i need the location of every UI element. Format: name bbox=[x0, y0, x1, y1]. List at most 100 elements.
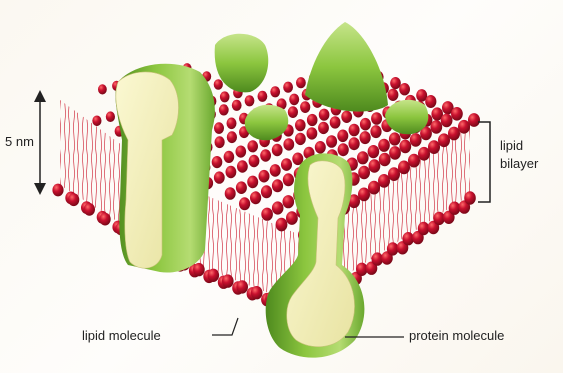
lipid-head bbox=[52, 184, 63, 197]
lipid-head bbox=[276, 218, 288, 232]
lipid-head bbox=[428, 140, 440, 154]
lipid-head bbox=[226, 166, 237, 178]
lipid-molecule-label: lipid molecule bbox=[82, 327, 161, 344]
lipid-head bbox=[408, 154, 420, 168]
lipid-head bbox=[98, 84, 107, 94]
lipid-head bbox=[84, 203, 95, 216]
lipid-head bbox=[371, 112, 382, 125]
lipid-head bbox=[418, 222, 430, 235]
lipid-head bbox=[389, 132, 401, 145]
lipid-head bbox=[326, 135, 337, 148]
lipid-head bbox=[399, 140, 411, 154]
lipid-head bbox=[368, 181, 380, 195]
protein-molecule-label: protein molecule bbox=[409, 327, 504, 344]
lipid-head bbox=[237, 160, 248, 172]
lipid-head bbox=[388, 167, 400, 181]
lipid-head bbox=[296, 77, 306, 88]
lipid-head bbox=[368, 145, 380, 158]
lipid-head bbox=[258, 91, 268, 102]
bilayer-label-line-1: lipid bbox=[500, 137, 523, 154]
lipid-head bbox=[214, 171, 225, 183]
lipid-head bbox=[227, 131, 237, 143]
lipid-head bbox=[259, 170, 270, 183]
lipid-head bbox=[220, 91, 230, 102]
lipid-head bbox=[261, 185, 272, 198]
lipid-head bbox=[236, 146, 247, 158]
lipid-head bbox=[358, 188, 370, 202]
lipid-head bbox=[224, 151, 235, 163]
thickness-arrow-icon bbox=[34, 90, 46, 195]
lipid-head bbox=[247, 176, 258, 189]
lipid-head bbox=[208, 269, 220, 282]
lipid-head bbox=[261, 208, 273, 221]
lipid-head bbox=[260, 149, 271, 161]
lipid-head bbox=[337, 130, 348, 143]
lipid-molecule-pointer bbox=[212, 318, 238, 335]
lipid-head bbox=[68, 193, 79, 206]
lipid-head bbox=[378, 174, 390, 188]
lipid-head bbox=[236, 181, 247, 194]
lipid-head bbox=[215, 136, 225, 148]
lipid-head bbox=[357, 151, 369, 164]
lipid-head bbox=[349, 124, 360, 137]
lipid-head bbox=[449, 202, 461, 215]
lipid-head bbox=[319, 109, 330, 121]
lipid-head bbox=[272, 179, 283, 192]
lipid-head bbox=[270, 86, 280, 97]
lipid-head bbox=[289, 94, 299, 106]
lipid-head bbox=[330, 116, 341, 128]
lipid-head bbox=[438, 133, 450, 147]
lipid-head bbox=[250, 191, 261, 204]
lipid-head bbox=[283, 82, 293, 93]
lipid-head bbox=[245, 95, 255, 106]
lipid-head bbox=[464, 191, 476, 204]
lipid-head bbox=[307, 127, 318, 139]
lipid-head bbox=[300, 101, 310, 113]
lipid-head bbox=[360, 131, 371, 144]
lipid-head bbox=[389, 146, 401, 160]
lipid-head bbox=[212, 156, 223, 168]
lipid-head bbox=[388, 89, 399, 101]
lipid-head bbox=[315, 141, 326, 154]
lipid-head bbox=[468, 113, 480, 127]
lipid-head bbox=[281, 158, 292, 171]
lipid-head bbox=[360, 118, 371, 131]
lipid-head bbox=[193, 263, 205, 276]
lipid-head bbox=[369, 159, 381, 173]
bilayer-bracket-icon bbox=[478, 122, 490, 202]
peripheral-protein-back-right bbox=[305, 22, 388, 112]
lipid-head bbox=[283, 173, 294, 186]
lipid-head bbox=[418, 147, 430, 161]
lipid-head bbox=[219, 104, 229, 115]
lipid-head bbox=[425, 95, 436, 108]
transmembrane-protein-left bbox=[115, 64, 214, 273]
lipid-head bbox=[247, 140, 258, 152]
lipid-head bbox=[399, 83, 410, 95]
lipid-head bbox=[341, 111, 352, 123]
lipid-head bbox=[398, 161, 410, 175]
lipid-head bbox=[232, 100, 242, 111]
lipid-head bbox=[222, 274, 234, 287]
lipid-head bbox=[410, 133, 422, 147]
lipid-head bbox=[430, 120, 442, 134]
lipid-head bbox=[214, 122, 224, 134]
lipid-head bbox=[225, 187, 236, 200]
bilayer-label-line-2: bilayer bbox=[500, 155, 538, 172]
lipid-head bbox=[283, 138, 294, 150]
lipid-head bbox=[295, 133, 306, 145]
lipid-head bbox=[379, 153, 391, 167]
lipid-head bbox=[358, 166, 370, 180]
lipid-head bbox=[236, 280, 248, 293]
lipid-head bbox=[214, 79, 223, 90]
lipid-head bbox=[288, 106, 298, 118]
lipid-head bbox=[441, 114, 453, 128]
lipid-head bbox=[227, 118, 237, 130]
lipid-head bbox=[283, 195, 295, 208]
lipid-head bbox=[100, 213, 111, 226]
lipid-head bbox=[318, 122, 329, 134]
lipid-head bbox=[272, 201, 284, 214]
lipid-head bbox=[249, 155, 260, 167]
lipid-head bbox=[451, 107, 463, 121]
lipid-head bbox=[270, 164, 281, 177]
